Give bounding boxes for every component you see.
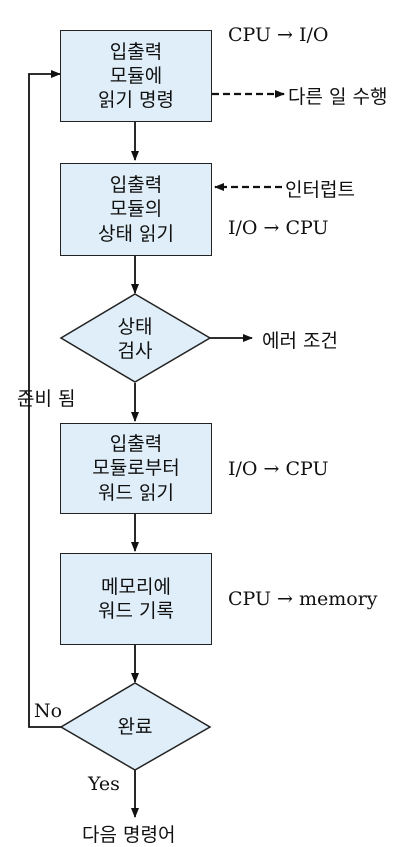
box-line: 워드 읽기 [98,481,174,504]
no-label: No [34,700,63,722]
yes-label: Yes [88,773,120,795]
box-line: 모듈의 [109,198,163,221]
check-status-text: 상태 검사 [95,310,175,368]
box-line: 상태 읽기 [98,222,174,245]
read-word-box: 입출력 모듈로부터 워드 읽기 [60,423,212,514]
next-instruction-label: 다음 명령어 [82,824,176,846]
box-line: 입출력 [109,174,163,197]
box-line: 모듈로부터 [92,457,180,480]
box-line: 읽기 명령 [98,89,174,112]
error-condition-label: 에러 조건 [262,330,338,352]
io-to-cpu-label-1: I/O → CPU [228,217,329,239]
box-line: 메모리에 [101,575,171,598]
interrupt-label: 인터럽트 [285,179,355,201]
arrow-no-loop [28,70,63,728]
diamond-line: 완료 [117,715,153,738]
cpu-to-io-label: CPU → I/O [228,24,329,46]
done-text: 완료 [95,712,175,742]
ready-label: 준비 됨 [17,388,76,410]
box-line: 모듈에 [109,64,163,87]
check-status-diamond [59,293,212,383]
write-word-box: 메모리에 워드 기록 [60,553,212,645]
read-status-box: 입출력 모듈의 상태 읽기 [60,163,212,256]
box-line: 입출력 [109,40,163,63]
box-line: 입출력 [109,433,163,456]
io-to-cpu-label-2: I/O → CPU [228,458,329,480]
diamond-line: 상태 [117,315,153,338]
diamond-line: 검사 [117,340,153,362]
done-diamond [59,682,212,771]
do-other-work-label: 다른 일 수행 [288,86,388,108]
issue-read-command-box: 입출력 모듈에 읽기 명령 [60,30,212,122]
box-line: 워드 기록 [98,600,174,622]
cpu-to-memory-label: CPU → memory [228,588,378,610]
